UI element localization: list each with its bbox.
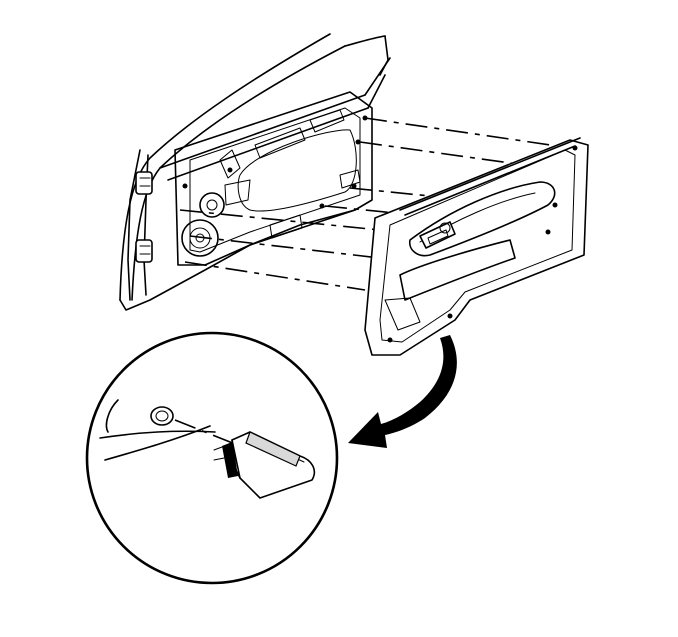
detail-view [85,331,339,585]
inner-door-panel [174,91,373,266]
door-frame [119,33,391,311]
curved-arrow [348,335,457,448]
door-trim-panel [364,137,589,356]
